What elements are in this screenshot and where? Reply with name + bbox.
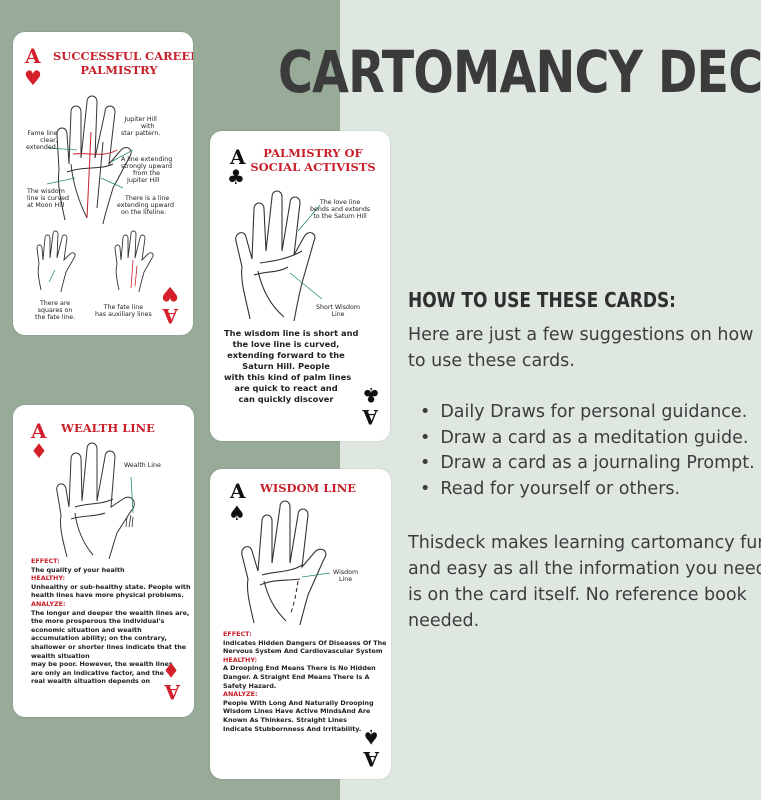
card-corner-bottom: A ♠ [361, 725, 383, 771]
analyze-heading: ANALYZE: [31, 599, 66, 608]
outro-line: needed. [408, 611, 480, 631]
card-corner-bottom: A ♥ [160, 282, 182, 328]
palm-illustration [56, 442, 135, 560]
diamond-icon: ♦ [30, 439, 48, 463]
card-details: EFFECT: Indicates Hidden Dangers Of Dise… [223, 630, 391, 733]
label-wealth-line: Wealth Line [124, 462, 161, 469]
card-title: PALMISTRY OF SOCIAL ACTIVISTS [250, 146, 376, 174]
club-icon: ♣ [362, 383, 380, 407]
spade-icon: ♠ [362, 725, 380, 749]
card-corner-bottom: A ♦ [162, 658, 184, 704]
usage-item: Draw a card as a meditation guide. [420, 426, 755, 452]
howto-outro: Thisdeck makes learning cartomancy fun a… [408, 530, 761, 634]
outro-line: is on the card itself. No reference book [408, 585, 747, 605]
card-title: SUCCESSFUL CAREER PALMISTRY [53, 49, 193, 77]
label-jupiter-hill: Jupiter Hill with star pattern. [121, 116, 161, 137]
usage-item: Read for yourself or others. [420, 477, 755, 503]
palm-illustration [235, 190, 323, 322]
howto-heading: HOW TO USE THESE CARDS: [408, 288, 676, 312]
card-wealth-line: A ♦ WEALTH LINE Wealth Line EFFECT: The … [13, 405, 194, 717]
label-lifeline-extension: There is a line extending upward on the … [117, 195, 175, 216]
label-fate-squares: There are squares on the fate line. [35, 300, 76, 321]
usage-item: Daily Draws for personal guidance. [420, 400, 755, 426]
label-fate-auxiliary: The fate line has auxiliary lines [95, 304, 152, 318]
analyze-heading: ANALYZE: [223, 690, 258, 699]
usage-item: Draw a card as a journaling Prompt. [420, 451, 754, 477]
card-rank: A [31, 419, 47, 443]
spade-icon: ♠ [228, 501, 246, 525]
card-corner-bottom: A ♣ [360, 383, 382, 429]
healthy-heading: HEALTHY: [31, 574, 66, 583]
palm-illustration [46, 95, 134, 225]
label-jupiter-extension: A line extending strongly upward from th… [121, 156, 173, 184]
card-rank: A [162, 304, 178, 328]
card-title: WEALTH LINE [61, 421, 155, 435]
card-details: EFFECT: The quality of your health HEALT… [31, 557, 191, 686]
card-rank: A [230, 145, 246, 169]
card-wisdom-line: A ♠ WISDOM LINE Wisdom Line EFFECT: Indi… [210, 469, 391, 779]
outro-line: Thisdeck makes learning cartomancy fun [408, 533, 761, 553]
card-rank: A [230, 479, 246, 503]
label-wisdom-moon: The wisdom line is curved at Moon Hill [27, 188, 70, 209]
label-wisdom-line: Wisdom Line [333, 569, 359, 583]
label-love-line: The love line bends and extends to the S… [310, 199, 371, 220]
card-career-palmistry: A ♥ SUCCESSFUL CAREER PALMISTRY Jupiter … [13, 32, 193, 335]
effect-heading: EFFECT: [31, 557, 60, 565]
card-rank: A [25, 44, 41, 68]
card-description: The wisdom line is short and the love li… [224, 328, 359, 404]
label-short-wisdom: Short Wisdom Line [316, 304, 361, 318]
intro-line: to use these cards. [408, 351, 575, 371]
howto-intro: Here are just a few suggestions on how t… [408, 322, 761, 374]
card-rank: A [363, 747, 379, 771]
card-rank: A [362, 405, 378, 429]
effect-text: The quality of your health [31, 565, 125, 574]
effect-heading: EFFECT: [223, 630, 252, 638]
page-title: CARTOMANCY DECK [278, 38, 761, 106]
diamond-icon: ♦ [162, 658, 180, 682]
palm-illustration [241, 500, 331, 626]
label-fame-line: Fame line clear, extended. [26, 130, 58, 151]
card-title: WISDOM LINE [259, 481, 357, 495]
usage-list: Daily Draws for personal guidance. Draw … [420, 400, 755, 503]
healthy-heading: HEALTHY: [223, 655, 258, 664]
card-rank: A [164, 680, 180, 704]
small-palm-illustration [36, 230, 76, 293]
outro-line: and easy as all the information you need [408, 559, 761, 579]
club-icon: ♣ [227, 165, 245, 189]
intro-line: Here are just a few suggestions on how [408, 325, 754, 345]
card-social-activists: A ♣ PALMISTRY OF SOCIAL ACTIVISTS The lo… [210, 131, 390, 441]
heart-icon: ♥ [161, 282, 179, 306]
small-palm-illustration [114, 230, 154, 293]
heart-icon: ♥ [24, 66, 42, 90]
